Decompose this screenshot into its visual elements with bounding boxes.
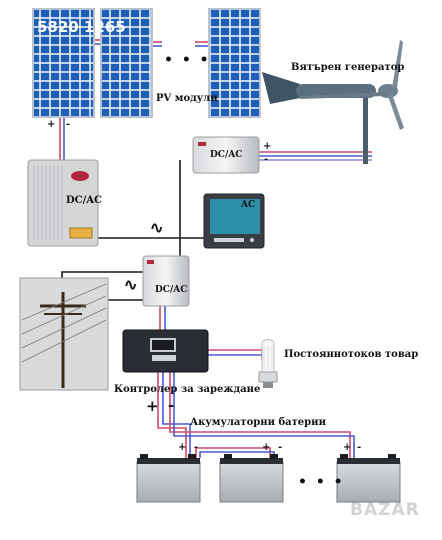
pv-minus-sign: - (66, 119, 71, 130)
battery-2 (219, 454, 284, 503)
batteries-label: Акумулаторни батерии (190, 417, 326, 428)
bazar-logo: BAZAR (350, 500, 420, 520)
tv-ac-label: AC (241, 200, 256, 210)
controller-minus-sign: - (168, 396, 175, 414)
dc-ac-converter-top (192, 136, 260, 174)
wind-plus-sign: + (263, 141, 272, 152)
ac-symbol-top: ∿ (150, 218, 164, 237)
battery-3 (336, 454, 401, 503)
battery-ellipsis: • • • (298, 474, 345, 490)
battery-1-plus: + (178, 442, 187, 453)
watermark-id: 5820 1265 (37, 18, 126, 36)
charge-controller (122, 329, 209, 373)
dc-load-bulb (258, 339, 278, 388)
pv-modules-label: PV модули (156, 93, 218, 104)
main-inverter (27, 159, 99, 247)
ac-symbol-mid: ∿ (124, 275, 138, 294)
battery-3-plus: + (343, 442, 352, 453)
panel-ellipsis: • • • (164, 52, 211, 68)
utility-grid (19, 277, 109, 391)
solar-panel-1 (32, 8, 95, 118)
dc-load-label-line1: Постояннотоков товар (284, 349, 419, 360)
charge-controller-label: Контролер за зареждане (114, 384, 261, 395)
battery-1 (136, 454, 201, 503)
wind-generator-label: Вятърен генератор (291, 62, 405, 73)
solar-panel-2 (100, 8, 153, 118)
mid-converter-label: DC/AC (155, 285, 188, 295)
pv-plus-sign: + (47, 119, 56, 130)
tv-ac-load (203, 193, 265, 249)
controller-plus-sign: + (146, 397, 159, 415)
dc-ac-converter-mid (142, 255, 190, 307)
main-inverter-label: DC/AC (66, 195, 103, 206)
wind-turbine (262, 40, 404, 164)
battery-2-minus: - (278, 442, 283, 453)
wind-minus-sign: - (264, 154, 269, 165)
top-converter-label: DC/AC (210, 150, 243, 160)
solar-panel-3 (208, 8, 261, 118)
battery-2-plus: + (262, 442, 271, 453)
battery-3-minus: - (357, 442, 362, 453)
battery-1-minus: - (194, 442, 199, 453)
